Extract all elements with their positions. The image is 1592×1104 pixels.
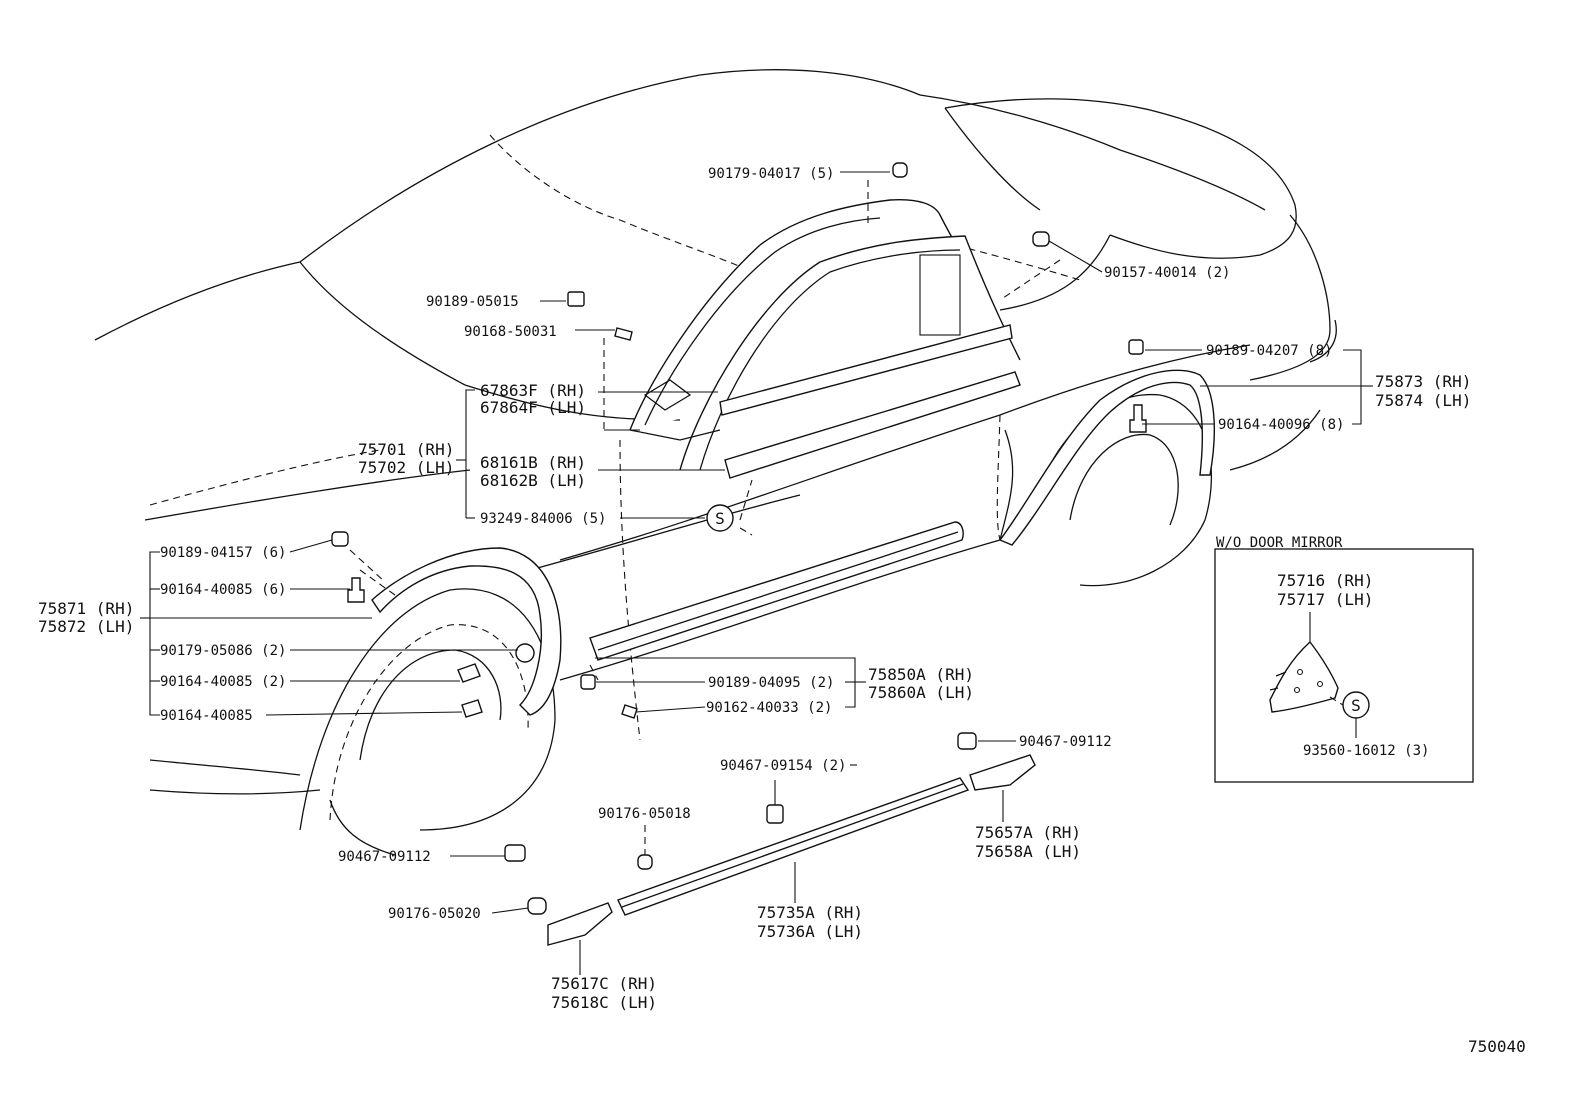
inset-title: W/O DOOR MIRROR — [1216, 535, 1343, 551]
label-93249-84006: 93249-84006 (5) — [480, 511, 606, 527]
fasteners — [331, 162, 1147, 915]
label-67863f: 67863F (RH) — [480, 381, 586, 400]
inset-box-without-door-mirror: W/O DOOR MIRROR S — [1214, 535, 1474, 783]
front-wheel-arch-moulding — [371, 547, 562, 716]
svg-text:S: S — [715, 509, 725, 528]
label-90467-09112-lower: 90467-09112 — [338, 849, 431, 865]
label-75871: 75871 (RH) — [38, 599, 134, 618]
label-90157-40014: 90157-40014 (2) — [1104, 265, 1230, 281]
rear-wheel-arch-moulding — [998, 369, 1216, 546]
label-90162-40033: 90162-40033 (2) — [706, 700, 832, 716]
label-75618c: 75618C (LH) — [551, 993, 657, 1012]
label-90164-40085: 90164-40085 — [160, 708, 253, 724]
label-75735a: 75735A (RH) — [757, 903, 863, 922]
s-symbol-inset: S — [1351, 696, 1361, 715]
label-90189-04095: 90189-04095 (2) — [708, 675, 834, 691]
label-68162b: 68162B (LH) — [480, 471, 586, 490]
label-75658a: 75658A (LH) — [975, 842, 1081, 861]
label-75736a: 75736A (LH) — [757, 922, 863, 941]
label-90467-09154: 90467-09154 (2) — [720, 758, 846, 774]
label-75657a: 75657A (RH) — [975, 823, 1081, 842]
label-75716: 75716 (RH) — [1277, 571, 1373, 590]
label-75702: 75702 (LH) — [358, 458, 454, 477]
front-rocker-end — [547, 902, 613, 946]
label-90189-04157: 90189-04157 (6) — [160, 545, 286, 561]
label-75617c: 75617C (RH) — [551, 974, 657, 993]
leader-lines — [140, 171, 1373, 975]
belt-moulding — [719, 324, 1021, 479]
drawing-number: 750040 — [1468, 1037, 1526, 1056]
label-93560-16012: 93560-16012 (3) — [1303, 743, 1429, 759]
label-90179-04017: 90179-04017 (5) — [708, 166, 834, 182]
label-90176-05018: 90176-05018 — [598, 806, 691, 822]
label-68161b: 68161B (RH) — [480, 453, 586, 472]
label-90164-40096: 90164-40096 (8) — [1218, 417, 1344, 433]
rocker-moulding — [617, 777, 970, 916]
label-90467-09112-upper: 90467-09112 — [1019, 734, 1112, 750]
label-75701: 75701 (RH) — [358, 440, 454, 459]
label-90164-40085-2: 90164-40085 (2) — [160, 674, 286, 690]
part-labels: 90179-04017 (5) 90189-05015 90168-50031 … — [38, 166, 1526, 1056]
rear-rocker-end — [969, 754, 1036, 791]
car-body-outline — [94, 69, 1337, 856]
label-75874: 75874 (LH) — [1375, 391, 1471, 410]
label-75717: 75717 (LH) — [1277, 590, 1373, 609]
label-75873: 75873 (RH) — [1375, 372, 1471, 391]
label-90176-05020: 90176-05020 — [388, 906, 481, 922]
label-90164-40085-6: 90164-40085 (6) — [160, 582, 286, 598]
label-75860a: 75860A (LH) — [868, 683, 974, 702]
label-67864f: 67864F (LH) — [480, 398, 586, 417]
label-90168-50031: 90168-50031 — [464, 324, 557, 340]
label-90179-05086: 90179-05086 (2) — [160, 643, 286, 659]
s-symbol-main: S — [706, 504, 734, 532]
label-90189-04207: 90189-04207 (8) — [1206, 343, 1332, 359]
door-side-moulding — [589, 521, 964, 661]
label-75850a: 75850A (RH) — [868, 665, 974, 684]
label-90189-05015: 90189-05015 — [426, 294, 519, 310]
label-75872: 75872 (LH) — [38, 617, 134, 636]
